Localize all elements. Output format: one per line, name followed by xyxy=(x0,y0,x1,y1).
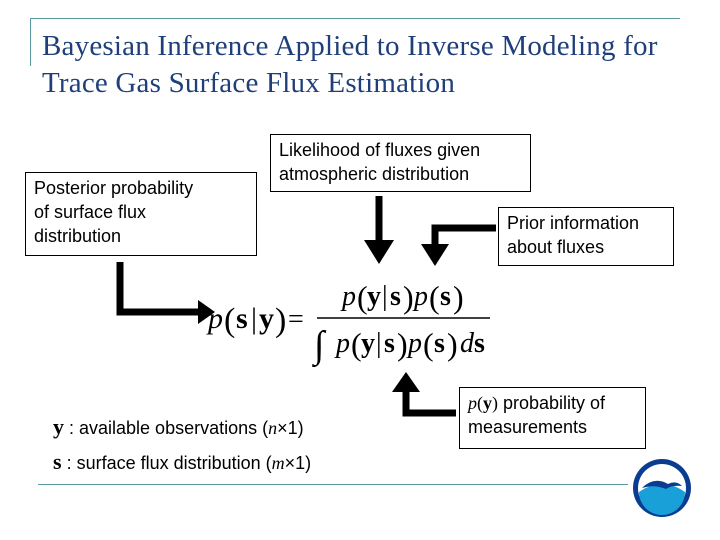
py-arrow xyxy=(392,372,456,417)
eq-num-bar: | xyxy=(382,281,388,312)
legend-s: s : surface flux distribution (m×1) xyxy=(53,449,311,475)
prior-arrow xyxy=(421,224,496,266)
eq-lhs-s: s xyxy=(236,302,248,335)
noaa-logo-text: NOAA xyxy=(653,468,670,474)
eq-den-close1: ) xyxy=(397,326,408,362)
eq-ds-s: s xyxy=(474,328,485,359)
posterior-line1: Posterior probability xyxy=(34,178,194,198)
eq-num-close2: ) xyxy=(453,279,464,315)
eq-den-open2: ( xyxy=(423,326,434,362)
legend-y-text: : available observations ( xyxy=(64,418,269,438)
eq-lhs-close-paren: ) xyxy=(275,302,286,339)
title-rule-top xyxy=(30,18,680,19)
eq-den-bar: | xyxy=(376,328,382,359)
eq-integral: ∫ xyxy=(312,324,327,368)
noaa-logo-water xyxy=(639,484,685,515)
eq-lhs-y: y xyxy=(259,302,274,335)
eq-num-y: y xyxy=(367,281,381,312)
eq-den-p1: p xyxy=(334,328,350,359)
posterior-line2: of surface flux xyxy=(34,202,147,222)
slide-title: Bayesian Inference Applied to Inverse Mo… xyxy=(42,28,712,102)
legend-y-symbol: y xyxy=(53,414,64,439)
noaa-logo: NOAA xyxy=(633,459,691,517)
eq-num-open2: ( xyxy=(429,279,440,315)
eq-lhs-bar: | xyxy=(251,302,257,335)
eq-num-s2: s xyxy=(440,281,451,312)
py-rest: probability of xyxy=(498,393,606,413)
eq-lhs-open-paren: ( xyxy=(224,302,235,339)
eq-den-s2: s xyxy=(434,328,445,359)
bayes-equation: p ( s | y ) = p ( y | s ) p ( s ) ∫ p ( … xyxy=(206,279,490,368)
prior-box: Prior information about fluxes xyxy=(498,207,674,266)
py-box: p(y) probability of measurements xyxy=(459,387,646,449)
posterior-line3: distribution xyxy=(34,226,122,246)
eq-den-s1: s xyxy=(384,328,395,359)
likelihood-line2: atmospheric distribution xyxy=(279,164,470,184)
eq-lhs-p: p xyxy=(206,302,223,335)
legend-s-dim-rest: ×1) xyxy=(284,453,312,473)
eq-den-p2: p xyxy=(406,328,422,359)
eq-num-s1: s xyxy=(390,281,401,312)
slide-title-line2: Trace Gas Surface Flux Estimation xyxy=(42,67,456,99)
legend-y-dim-rest: ×1) xyxy=(277,418,304,438)
py-line1: p(y) probability of xyxy=(468,393,606,413)
prior-line2: about fluxes xyxy=(507,237,605,257)
eq-num-p2: p xyxy=(412,281,428,312)
prior-line1: Prior information xyxy=(507,213,640,233)
legend-s-symbol: s xyxy=(53,449,62,474)
eq-equals: = xyxy=(288,304,304,335)
posterior-box: Posterior probability of surface flux di… xyxy=(25,172,257,256)
likelihood-line1: Likelihood of fluxes given xyxy=(279,140,481,160)
slide-title-line1: Bayesian Inference Applied to Inverse Mo… xyxy=(42,30,658,62)
py-p: p xyxy=(468,393,477,413)
likelihood-arrow xyxy=(364,196,394,264)
eq-den-open1: ( xyxy=(351,326,362,362)
legend-y-dim: n xyxy=(268,418,278,438)
legend-s-text: : surface flux distribution ( xyxy=(61,453,272,473)
bird-icon xyxy=(642,480,682,489)
eq-den-close2: ) xyxy=(447,326,458,362)
title-rule-side xyxy=(30,18,31,66)
eq-num-p1: p xyxy=(340,281,356,312)
eq-den-y: y xyxy=(361,328,375,359)
eq-num-open1: ( xyxy=(357,279,368,315)
legend-y: y : available observations (n×1) xyxy=(53,414,304,440)
py-line2: measurements xyxy=(468,417,588,437)
posterior-arrow xyxy=(116,262,215,324)
eq-ds-d: d xyxy=(460,328,475,359)
py-y: y xyxy=(483,393,492,413)
eq-num-close1: ) xyxy=(403,279,414,315)
likelihood-box: Likelihood of fluxes given atmospheric d… xyxy=(270,134,531,192)
legend-s-dim: m xyxy=(271,453,285,473)
footer-rule xyxy=(38,484,628,485)
